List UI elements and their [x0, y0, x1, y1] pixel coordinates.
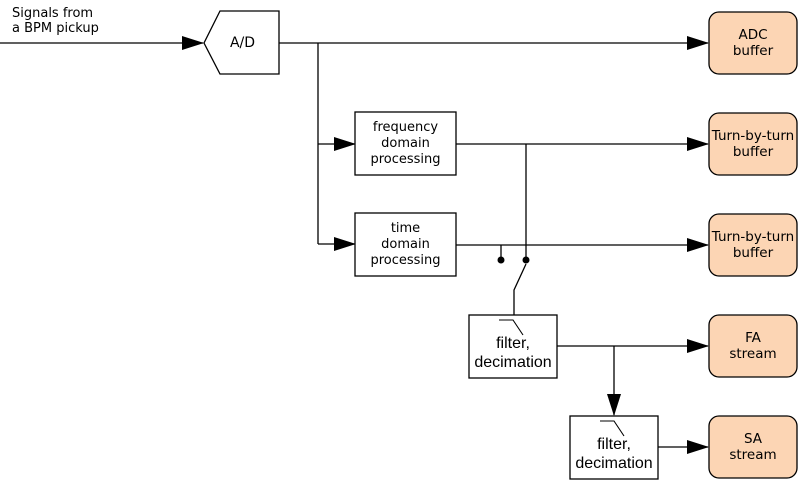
sa-stream-block: [708, 415, 798, 479]
tbt-buffer-freq-block: [708, 112, 798, 176]
ad-label: A/D: [229, 34, 256, 51]
sa-filter-label: filter, decimation: [575, 436, 653, 472]
source-label: Signals from a BPM pickup: [12, 6, 99, 36]
fa-filter-block: [468, 314, 558, 379]
lowpass-symbol-icon: [600, 420, 625, 437]
ad-converter-block: [203, 10, 280, 75]
fa-stream-label: FA stream: [729, 330, 777, 362]
tbt-buffer-freq-label: Turn-by-turn buffer: [711, 128, 795, 160]
switch-contact-frequency: [522, 256, 530, 264]
sa-stream-label: SA stream: [729, 431, 777, 463]
fa-filter-label: filter, decimation: [474, 335, 552, 371]
adc-buffer-label: ADC buffer: [732, 27, 774, 59]
sa-filter-block: [569, 415, 659, 480]
frequency-processing-label: frequency domain processing: [370, 119, 441, 167]
switch-contact-time: [497, 256, 505, 264]
time-processing-block: [354, 212, 457, 277]
lowpass-symbol-icon: [499, 319, 524, 336]
tbt-buffer-time-block: [708, 213, 798, 277]
selector-switch: [513, 263, 527, 315]
fa-stream-block: [708, 314, 798, 378]
tbt-buffer-time-label: Turn-by-turn buffer: [711, 229, 795, 261]
adc-buffer-block: [708, 11, 798, 75]
time-processing-label: time domain processing: [370, 220, 441, 268]
